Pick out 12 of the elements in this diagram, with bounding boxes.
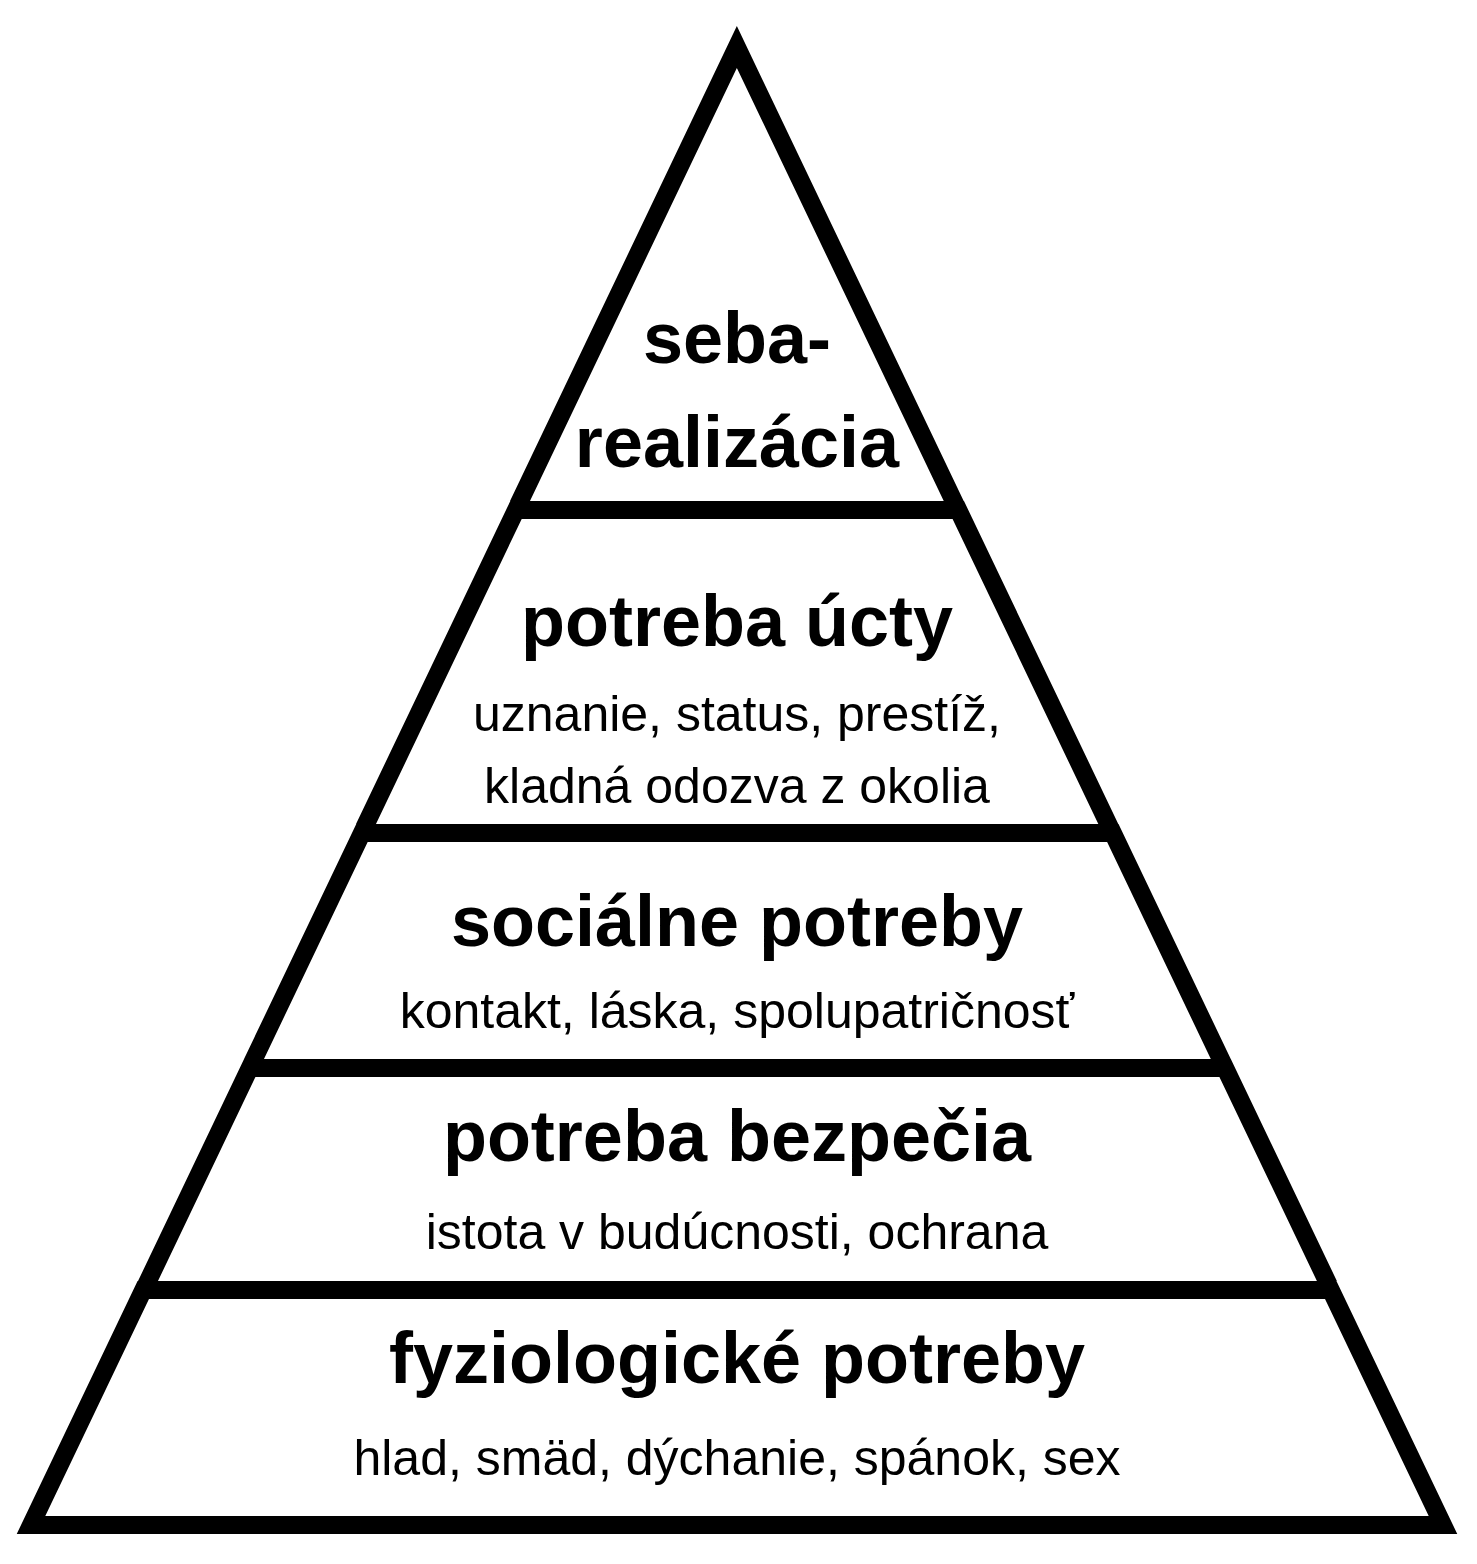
level-description: uznanie, status, prestíž, kladná odozva z okolia [471,685,1002,816]
level-description: istota v budúcnosti, ochrana [425,1203,1049,1262]
pyramid-level [354,501,1120,824]
level-title: seba- realizácia [573,297,901,484]
level-description: kontakt, láska, spolupatričnosť [399,982,1075,1041]
level-title: potreba úcty [520,580,954,663]
pyramid-level [136,1059,1338,1281]
level-description: hlad, smäd, dýchanie, spánok, sex [353,1429,1121,1488]
level-title: potreba bezpečia [442,1095,1032,1178]
level-title: sociálne potreby [450,880,1024,963]
level-title: fyziologické potreby [388,1317,1086,1400]
pyramid-level [242,824,1232,1059]
